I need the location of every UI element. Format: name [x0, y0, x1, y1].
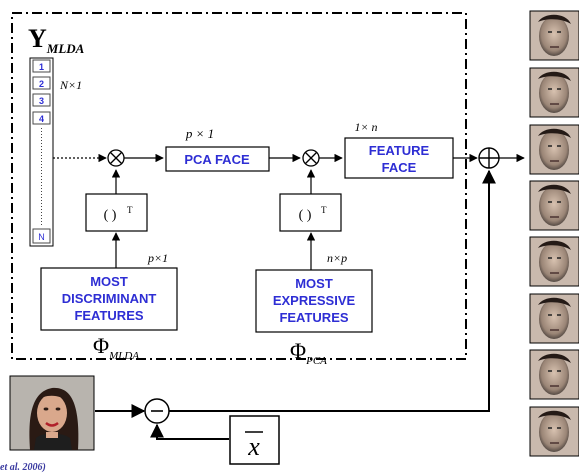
pca-face-dim: p × 1: [185, 126, 214, 141]
mdf-dim: p×1: [147, 251, 168, 265]
transpose-sup-2: T: [321, 205, 327, 215]
mef-dim: n×p: [327, 251, 347, 265]
mef-line2: EXPRESSIVE: [273, 293, 356, 308]
gallery-face-6: [530, 294, 579, 343]
subtract-node: [145, 399, 169, 423]
gallery-face-4: [530, 181, 579, 230]
mef-line3: FEATURES: [279, 310, 348, 325]
gallery-face-7: [530, 350, 579, 399]
feature-face-label-line2: FACE: [382, 160, 417, 175]
input-face-photo: [10, 376, 94, 450]
face-gallery: [530, 11, 579, 456]
transpose-box-1: [86, 194, 147, 231]
feature-vector: 1 2 3 4 N: [30, 58, 53, 246]
gallery-face-5: [530, 237, 579, 286]
gallery-face-3: [530, 125, 579, 174]
y-mlda-symbol: YMLDA: [28, 24, 85, 56]
transpose-sup-1: T: [127, 205, 133, 215]
vector-item-last: N: [38, 232, 45, 242]
vector-item-2: 2: [39, 79, 44, 89]
pca-face-label: PCA FACE: [184, 152, 250, 167]
sum-node: [479, 148, 499, 168]
phi-pca-symbol: ΦPCA: [290, 338, 327, 367]
vector-item-4: 4: [39, 114, 44, 124]
gallery-face-1: [530, 11, 579, 60]
transpose-label-2: ( ): [299, 208, 312, 223]
phi-mlda-symbol: ΦMLDA: [93, 333, 139, 362]
feature-face-dim: 1× n: [354, 120, 377, 134]
mean-face-symbol: x: [247, 432, 260, 461]
vector-dim-label: N×1: [59, 78, 82, 92]
mean-feedback-line: [157, 425, 229, 439]
multiply-node-2: [303, 150, 319, 166]
transpose-label-1: ( ): [104, 208, 117, 223]
mdf-line1: MOST: [90, 274, 128, 289]
gallery-face-2: [530, 68, 579, 117]
multiply-node-1: [108, 150, 124, 166]
mdf-line2: DISCRIMINANT: [62, 291, 157, 306]
gallery-face-8: [530, 407, 579, 456]
citation-text: et al. 2006): [0, 462, 46, 473]
feature-face-label-line1: FEATURE: [369, 143, 430, 158]
mdf-line3: FEATURES: [74, 308, 143, 323]
vector-item-3: 3: [39, 96, 44, 106]
mef-line1: MOST: [295, 276, 333, 291]
vector-item-1: 1: [39, 62, 44, 72]
